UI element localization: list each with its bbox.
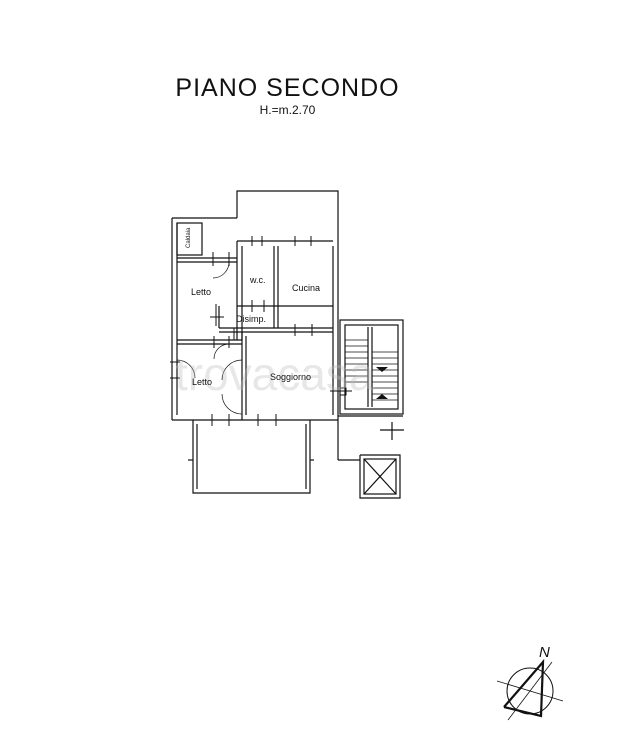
exterior-walls bbox=[171, 190, 339, 460]
interior-walls bbox=[176, 222, 333, 420]
room-label-soggiorno: Soggiorno bbox=[270, 372, 311, 382]
room-label-cucina: Cucina bbox=[292, 283, 320, 293]
north-label: N bbox=[539, 644, 550, 661]
room-label-letto-bottom: Letto bbox=[192, 377, 212, 387]
room-label-disimpegno: Disimp. bbox=[236, 314, 266, 324]
room-label-wc: w.c. bbox=[249, 275, 266, 285]
stair-steps bbox=[345, 339, 398, 401]
plan-title: PIANO SECONDO bbox=[175, 74, 400, 102]
stairwell bbox=[338, 319, 404, 499]
watermark: trovacasa bbox=[175, 348, 375, 400]
stair-arrows bbox=[376, 367, 388, 399]
door-swings bbox=[176, 261, 243, 415]
balcony bbox=[188, 420, 314, 494]
north-compass bbox=[496, 658, 564, 721]
openings bbox=[170, 236, 340, 426]
ceiling-height: H.=m.2.70 bbox=[259, 103, 316, 117]
entry-symbol bbox=[336, 387, 352, 396]
room-label-letto-top: Letto bbox=[191, 287, 211, 297]
room-label-caldaia: Caldaia bbox=[186, 227, 192, 248]
